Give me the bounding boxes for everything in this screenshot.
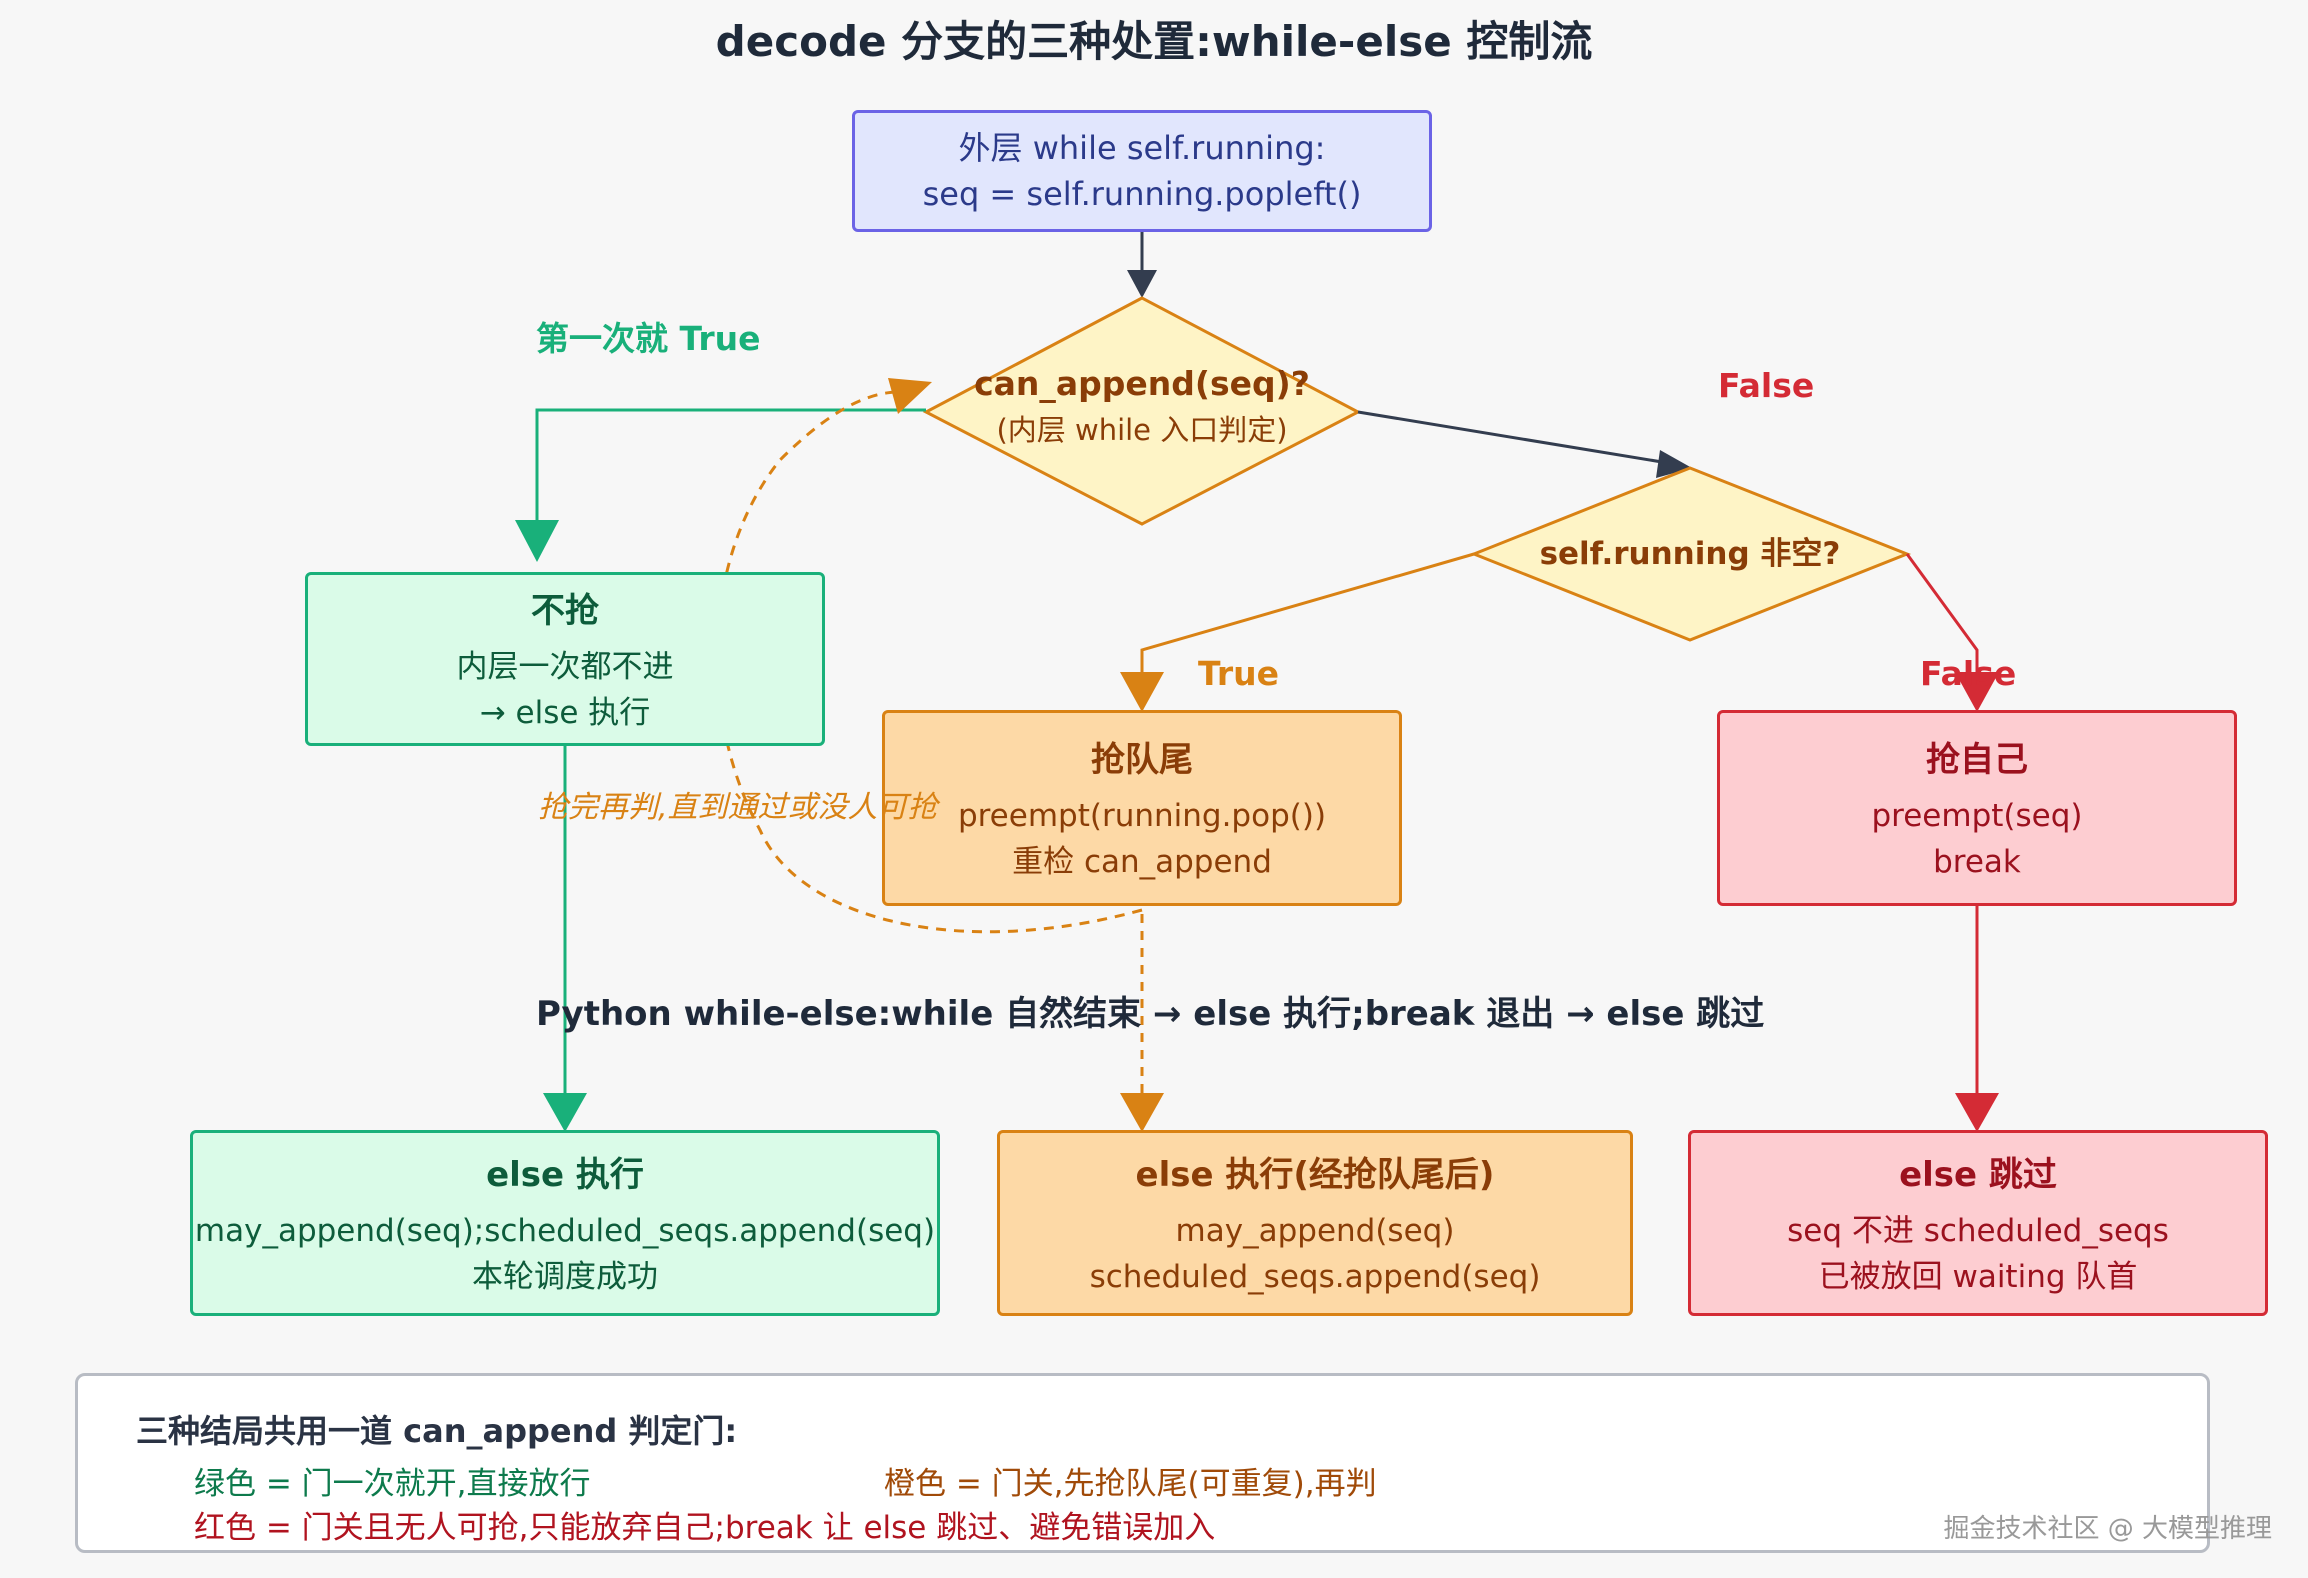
- else-run-line1: may_append(seq);scheduled_seqs.append(se…: [194, 1212, 936, 1249]
- retry-loop-label: 抢完再判,直到通过或没人可抢: [538, 790, 938, 825]
- preempt-tail-line1: preempt(running.pop()): [957, 797, 1327, 834]
- arrowhead-green: [543, 1093, 587, 1132]
- else-run-box: else 执行 may_append(seq);scheduled_seqs.a…: [190, 1130, 940, 1316]
- arrow-true-to-no-preempt: [535, 408, 926, 530]
- arrowhead-green: [515, 520, 559, 562]
- preempt-self-line1: preempt(seq): [1871, 797, 2083, 834]
- can-append-question: can_append(seq)?: [974, 364, 1310, 403]
- else-run-after-preempt-box: else 执行(经抢队尾后) may_append(seq) scheduled…: [997, 1130, 1633, 1316]
- running-nonempty-label: self.running 非空?: [1490, 532, 1890, 576]
- watermark: 掘金技术社区 @ 大模型推理: [1943, 1514, 2272, 1544]
- arrowhead-orange: [1120, 672, 1164, 712]
- outer-while-line1: 外层 while self.running:: [958, 129, 1326, 167]
- else-run-after-preempt-line2: scheduled_seqs.append(seq): [1089, 1258, 1541, 1295]
- else-skip-box: else 跳过 seq 不进 scheduled_seqs 已被放回 waiti…: [1688, 1130, 2268, 1316]
- label-false-1: False: [1718, 366, 1815, 405]
- arrow-false-to-running-check: [1357, 410, 1669, 465]
- outer-while-box: 外层 while self.running: seq = self.runnin…: [852, 110, 1432, 232]
- legend-red: 红色 = 门关且无人可抢,只能放弃自己;break 让 else 跳过、避免错误…: [194, 1510, 1216, 1546]
- outer-while-line2: seq = self.running.popleft(): [922, 175, 1362, 213]
- can-append-note: (内层 while 入口判定): [996, 413, 1288, 447]
- arrowhead-orange: [888, 378, 932, 414]
- else-run-after-preempt-title: else 执行(经抢队尾后): [1135, 1154, 1495, 1195]
- preempt-tail-line2: 重检 can_append: [1012, 843, 1272, 880]
- decision-diamond-can-append: [922, 296, 1362, 526]
- legend-orange: 橙色 = 门关,先抢队尾(可重复),再判: [884, 1466, 1377, 1502]
- preempt-self-line2: break: [1933, 843, 2021, 880]
- label-first-true: 第一次就 True: [536, 319, 761, 358]
- preempt-self-title: 抢自己: [1926, 739, 2028, 780]
- arrowhead-red: [1955, 672, 1999, 712]
- no-preempt-title: 不抢: [531, 590, 599, 631]
- label-true-2: True: [1198, 654, 1280, 693]
- arrowhead-dark: [1127, 270, 1157, 298]
- arrow-true-to-preempt-tail: [1140, 552, 1475, 675]
- legend-title: 三种结局共用一道 can_append 判定门:: [136, 1412, 738, 1450]
- arrow-false-to-preempt-self: [1905, 553, 1979, 675]
- else-skip-line2: 已被放回 waiting 队首: [1818, 1258, 2138, 1295]
- legend-green: 绿色 = 门一次就开,直接放行: [194, 1466, 591, 1502]
- else-skip-title: else 跳过: [1899, 1154, 2057, 1195]
- preempt-tail-title: 抢队尾: [1091, 739, 1193, 780]
- no-preempt-line2: → else 执行: [479, 694, 651, 731]
- can-append-check-label: can_append(seq)? (内层 while 入口判定): [940, 360, 1344, 452]
- label-false-2: False: [1920, 654, 2017, 693]
- preempt-tail-box: 抢队尾 preempt(running.pop()) 重检 can_append: [882, 710, 1402, 906]
- legend-panel: 三种结局共用一道 can_append 判定门: 绿色 = 门一次就开,直接放行…: [75, 1373, 2210, 1553]
- no-preempt-line1: 内层一次都不进: [456, 648, 674, 685]
- arrowhead-orange: [1120, 1093, 1164, 1132]
- decision-diamond-running-nonempty: [1469, 466, 1912, 642]
- running-nonempty-question: self.running 非空?: [1539, 536, 1841, 572]
- page-title: decode 分支的三种处置:while-else 控制流: [715, 17, 1593, 66]
- else-skip-line1: seq 不进 scheduled_seqs: [1787, 1212, 2169, 1249]
- else-run-title: else 执行: [486, 1154, 644, 1195]
- while-else-rule: Python while-else:while 自然结束 → else 执行;b…: [536, 994, 1765, 1034]
- no-preempt-box: 不抢 内层一次都不进 → else 执行: [305, 572, 825, 746]
- else-run-line2: 本轮调度成功: [472, 1258, 658, 1295]
- else-run-after-preempt-line1: may_append(seq): [1175, 1212, 1455, 1249]
- arrowhead-dark: [1656, 450, 1692, 478]
- preempt-self-box: 抢自己 preempt(seq) break: [1717, 710, 2237, 906]
- arrowhead-red: [1955, 1093, 1999, 1132]
